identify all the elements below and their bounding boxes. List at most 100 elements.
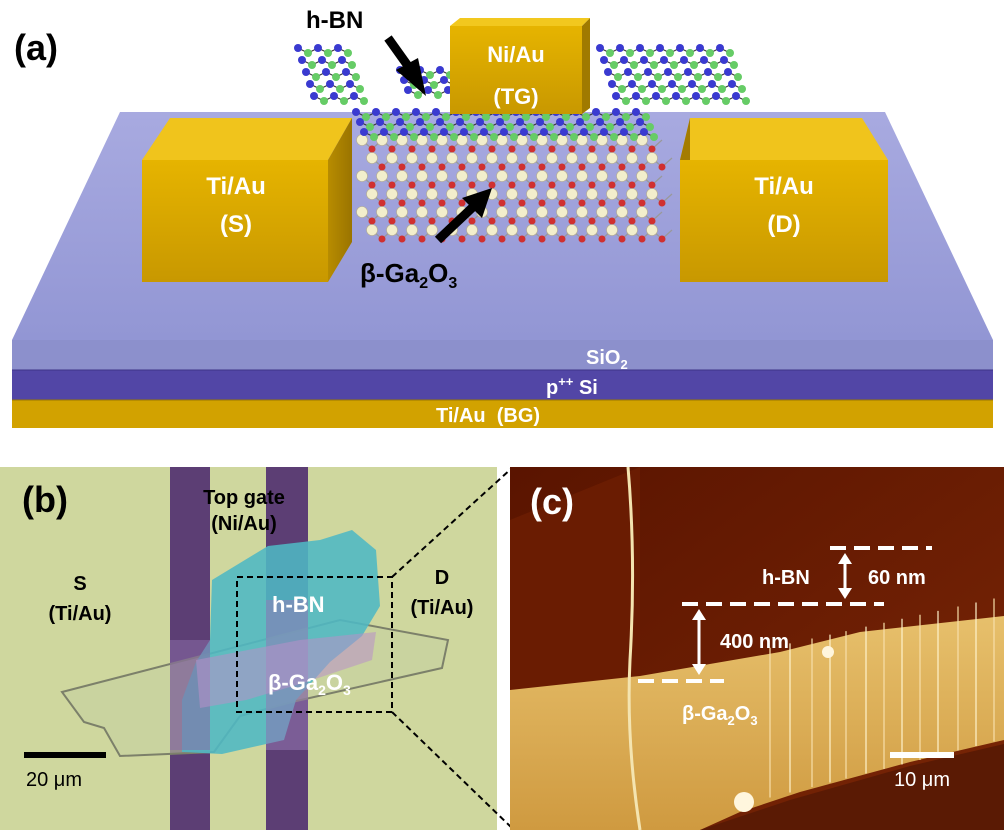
- o-atom: [368, 181, 376, 189]
- n-atom: [536, 118, 544, 126]
- b-atom: [722, 97, 730, 105]
- ga-atom: [616, 134, 628, 146]
- n-atom: [310, 92, 318, 100]
- b-atom: [630, 61, 638, 69]
- n-atom: [600, 56, 608, 64]
- n-atom: [712, 92, 720, 100]
- b-atom: [308, 61, 316, 69]
- n-atom: [708, 80, 716, 88]
- n-atom: [342, 68, 350, 76]
- b-atom: [706, 49, 714, 57]
- b-atom: [462, 113, 470, 121]
- ga-atom: [616, 206, 628, 218]
- n-atom: [496, 118, 504, 126]
- afm-streaks: [734, 598, 995, 812]
- b-atom: [386, 123, 394, 131]
- ga-atom: [436, 170, 448, 182]
- ga-atom: [416, 134, 428, 146]
- o-atom: [548, 217, 556, 225]
- o-atom: [578, 163, 586, 171]
- b-atom: [650, 61, 658, 69]
- ga-atom: [546, 224, 558, 236]
- o-atom: [598, 199, 606, 207]
- ga-atom: [536, 134, 548, 146]
- o-atom: [498, 199, 506, 207]
- b-atom: [406, 123, 414, 131]
- ga-atom: [426, 188, 438, 200]
- ga-atom: [496, 134, 508, 146]
- b-atom: [442, 113, 450, 121]
- b-atom: [738, 85, 746, 93]
- n-atom: [412, 108, 420, 116]
- ga-atom: [626, 188, 638, 200]
- b-atom: [646, 49, 654, 57]
- ga-atom: [636, 206, 648, 218]
- o-atom: [428, 217, 436, 225]
- ga-atom: [436, 134, 448, 146]
- ga-atom: [506, 188, 518, 200]
- b-atom: [606, 123, 614, 131]
- n-atom: [624, 68, 632, 76]
- top-gate-tg-label: (TG): [493, 84, 538, 109]
- ga-atom: [396, 134, 408, 146]
- b-atom: [320, 97, 328, 105]
- ga-atom: [586, 224, 598, 236]
- b-atom: [650, 133, 658, 141]
- n-atom: [648, 80, 656, 88]
- o-atom: [518, 235, 526, 243]
- ga-atom: [496, 206, 508, 218]
- o-atom: [388, 217, 396, 225]
- ga-atom: [546, 188, 558, 200]
- n-atom: [580, 128, 588, 136]
- b-atom: [550, 133, 558, 141]
- n-atom: [352, 108, 360, 116]
- zoom-connector-bottom: [391, 711, 513, 829]
- n-atom: [576, 118, 584, 126]
- o-atom: [448, 145, 456, 153]
- o-atom: [438, 163, 446, 171]
- ga-atom: [596, 134, 608, 146]
- b-atom: [710, 61, 718, 69]
- b-atom: [542, 113, 550, 121]
- n-atom: [326, 80, 334, 88]
- o-atom: [368, 217, 376, 225]
- n-atom: [664, 68, 672, 76]
- n-atom: [460, 128, 468, 136]
- b-atom: [690, 61, 698, 69]
- b-atom: [646, 123, 654, 131]
- afm-particle: [734, 792, 754, 812]
- n-atom: [632, 92, 640, 100]
- n-atom: [302, 68, 310, 76]
- ga-atom: [386, 188, 398, 200]
- n-atom: [604, 68, 612, 76]
- o-atom: [598, 163, 606, 171]
- b-atom: [698, 85, 706, 93]
- n-atom: [716, 44, 724, 52]
- ga-atom: [526, 224, 538, 236]
- b-atom: [734, 73, 742, 81]
- ga-atom: [586, 188, 598, 200]
- ga-atom: [586, 152, 598, 164]
- ga-atom: [516, 206, 528, 218]
- o-atom: [468, 181, 476, 189]
- b-atom: [562, 113, 570, 121]
- b-atom: [430, 81, 438, 89]
- ga2o3-label: β-Ga2O3: [360, 258, 457, 292]
- ga-atom: [646, 224, 658, 236]
- o-atom: [608, 181, 616, 189]
- ga-atom: [356, 206, 368, 218]
- b-atom: [530, 133, 538, 141]
- ga2o3-thickness-label: 400 nm: [720, 631, 789, 653]
- n-atom: [334, 44, 342, 52]
- b-atom: [714, 73, 722, 81]
- o-atom: [498, 163, 506, 171]
- ti-au-bg-layer: [12, 400, 993, 428]
- n-atom: [700, 56, 708, 64]
- ga-atom: [386, 152, 398, 164]
- ga-atom: [366, 152, 378, 164]
- b-atom: [674, 73, 682, 81]
- ga-atom: [596, 206, 608, 218]
- n-atom: [420, 128, 428, 136]
- b-atom: [658, 85, 666, 93]
- scale-bar: [24, 752, 106, 758]
